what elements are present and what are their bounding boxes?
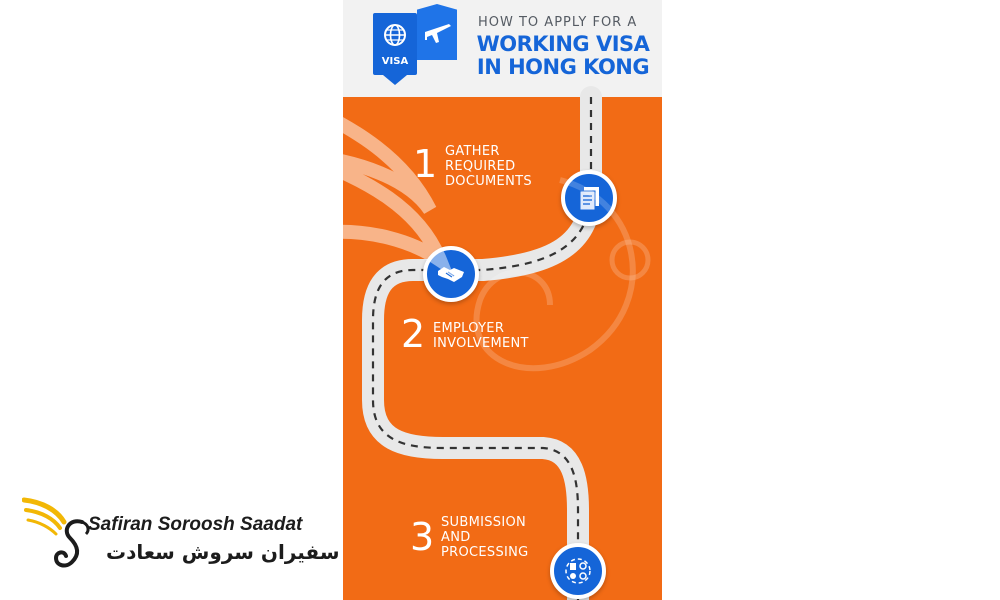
- step-1-number: 1: [413, 142, 438, 186]
- step-3-line-3: PROCESSING: [441, 545, 529, 560]
- step-1-text: GATHER REQUIRED DOCUMENTS: [445, 144, 532, 189]
- step-2-number: 2: [401, 312, 426, 356]
- infographic-header: VISA HOW TO APPLY FOR A WORKING VISA IN …: [343, 0, 662, 97]
- road-path: [362, 86, 602, 600]
- swan-logo-icon: [22, 497, 90, 568]
- title-line-2: IN HONG KONG: [476, 55, 650, 79]
- logo-name-english: Safiran Soroosh Saadat: [88, 514, 303, 535]
- brand-logo: Safiran Soroosh Saadat سفیران سروش سعادت: [22, 492, 340, 582]
- visa-infographic: VISA HOW TO APPLY FOR A WORKING VISA IN …: [343, 0, 662, 600]
- processing-icon: [550, 543, 606, 599]
- handshake-icon: [423, 246, 479, 302]
- header-kicker: HOW TO APPLY FOR A: [478, 15, 638, 30]
- step-3-text: SUBMISSION AND PROCESSING: [441, 515, 529, 560]
- step-2-line-2: INVOLVEMENT: [433, 336, 529, 351]
- page-title: WORKING VISA IN HONG KONG: [468, 33, 658, 79]
- step-1-line-3: DOCUMENTS: [445, 174, 532, 189]
- step-3-number: 3: [410, 515, 435, 559]
- passport-pointer: [383, 75, 407, 85]
- step-2-text: EMPLOYER INVOLVEMENT: [433, 321, 529, 351]
- passport-icon: VISA: [373, 13, 417, 75]
- step-1-line-2: REQUIRED: [445, 159, 516, 174]
- documents-icon: [561, 170, 617, 226]
- step-3-line-2: AND: [441, 530, 471, 545]
- logo-name-persian: سفیران سروش سعادت: [106, 540, 340, 564]
- step-3-line-1: SUBMISSION: [441, 515, 527, 530]
- passport-label: VISA: [381, 56, 409, 67]
- step-1-line-1: GATHER: [445, 144, 500, 159]
- plane-icon: [417, 4, 457, 60]
- title-line-1: WORKING VISA: [476, 32, 650, 56]
- step-2-line-1: EMPLOYER: [433, 321, 505, 336]
